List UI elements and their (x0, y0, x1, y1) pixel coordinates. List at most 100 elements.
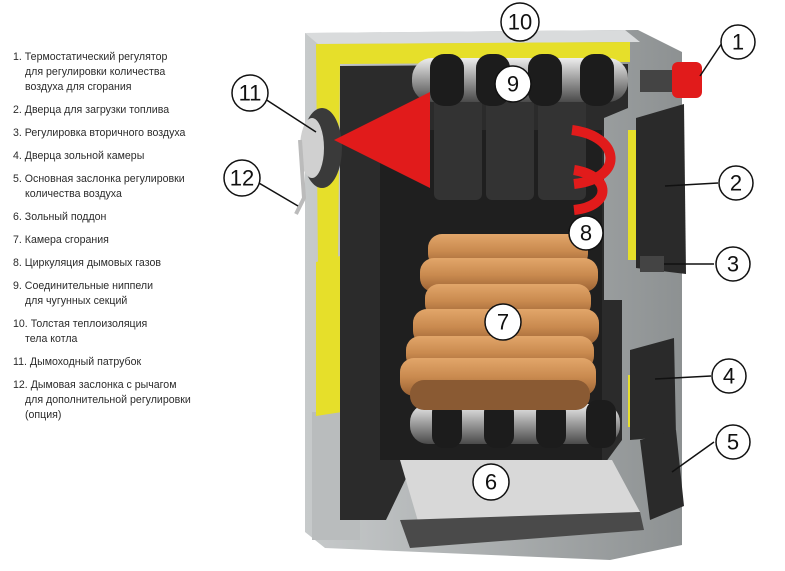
casing-top (305, 30, 640, 44)
legend-item-3: 3. Регулировка вторичного воздуха (13, 127, 186, 139)
callout-11: 11 (231, 74, 269, 112)
callout-7: 7 (484, 303, 522, 341)
callout-8: 8 (568, 215, 604, 251)
legend-item-10: 10. Толстая теплоизоляция тела котла (13, 317, 228, 347)
legend-item-8: 8. Циркуляция дымовых газов (13, 257, 161, 269)
callout-circle (720, 24, 756, 60)
nipple-ring (432, 400, 462, 448)
legend-text: Толстая теплоизоляция (30, 318, 148, 330)
flue-outlet (300, 108, 342, 188)
regulator-body (640, 70, 674, 92)
nipple-ring (528, 54, 562, 106)
ash-door (630, 338, 684, 520)
gas-arrow-curve (572, 165, 608, 215)
callout-9: 9 (494, 65, 532, 103)
callout-circle (500, 2, 540, 42)
legend-text: воздуха для сгорания (25, 81, 132, 93)
callout-circle (711, 358, 747, 394)
callout-circle (231, 74, 269, 112)
ash-pan (400, 460, 644, 548)
legend-item-12: 12. Дымовая заслонка с рычагом для допол… (13, 378, 228, 423)
firewood (400, 234, 599, 410)
callouts: 1 2 3 4 5 6 7 8 (223, 2, 756, 501)
callout-circle (718, 165, 754, 201)
legend-text: тела котла (25, 333, 78, 345)
loading-door-panel (636, 104, 686, 274)
legend-item-4: 4. Дверца зольной камеры (13, 150, 145, 162)
legend-item-6: 6. Зольный поддон (13, 211, 107, 223)
callout-label: 1 (732, 30, 744, 55)
legend-item-9: 9. Соединительные ниппели для чугунных с… (13, 279, 228, 309)
callout-6: 6 (472, 463, 510, 501)
callout-label: 5 (727, 430, 739, 455)
legend-text: для регулировки количества (25, 66, 166, 78)
legend-item-2: 2. Дверца для загрузки топлива (13, 104, 170, 116)
legend-item-11: 11. Дымоходный патрубок (13, 356, 142, 368)
nipple-ring (430, 54, 464, 106)
nipple-ring (580, 54, 614, 106)
legend-text: Дверца для загрузки топлива (24, 104, 170, 116)
flue-pipe-mouth (300, 118, 324, 178)
ash-pan-edge (400, 512, 644, 548)
callout-label: 2 (730, 171, 742, 196)
ash-door-panel (630, 338, 676, 440)
leader-line-5 (671, 441, 715, 473)
callout-label: 8 (580, 221, 592, 246)
nipple-row-bottom (410, 404, 620, 444)
legend-text: Циркуляция дымовых газов (24, 257, 161, 269)
callout-2: 2 (718, 165, 754, 201)
legend-text: (опция) (25, 409, 62, 421)
legend-text: Зольный поддон (24, 211, 107, 223)
log (410, 380, 590, 410)
leader-line-1 (699, 42, 723, 77)
thermostatic-regulator (640, 62, 702, 98)
regulator-knob (672, 62, 702, 98)
legend-text: для чугунных секций (25, 295, 128, 307)
legend-item-7: 7. Камера сгорания (13, 234, 109, 246)
secondary-air-slider (640, 256, 664, 272)
callout-circle (494, 65, 532, 103)
cast-section (486, 96, 534, 200)
cast-section (434, 96, 482, 200)
nipple-ring (586, 400, 616, 448)
callout-label: 11 (239, 81, 262, 106)
legend-item-1: 1. Термостатический регулятор для регули… (13, 50, 228, 95)
legend-text: Камера сгорания (24, 234, 109, 246)
legend-text: Дымоходный патрубок (29, 356, 142, 368)
callout-label: 12 (230, 166, 254, 191)
callout-10: 10 (500, 2, 540, 42)
callout-label: 10 (508, 10, 532, 35)
callout-label: 9 (507, 72, 519, 97)
flue-gas-arrows (334, 92, 616, 215)
legend-text: Дымовая заслонка с рычагом (30, 379, 177, 391)
nipple-ring (484, 400, 514, 448)
callout-label: 6 (485, 470, 497, 495)
callout-4: 4 (711, 358, 747, 394)
legend-text: Основная заслонка регулировки (24, 173, 185, 185)
lower-nipples (410, 400, 620, 448)
callout-circle (568, 215, 604, 251)
callout-label: 3 (727, 252, 739, 277)
callout-circle (715, 246, 751, 282)
callout-label: 4 (723, 364, 735, 389)
callout-12: 12 (223, 159, 261, 197)
callout-3: 3 (715, 246, 751, 282)
air-flap (640, 430, 684, 520)
legend-text: Соединительные ниппели (24, 280, 154, 292)
leader-line-2 (664, 182, 719, 187)
callout-circle (223, 159, 261, 197)
legend-text: для дополнительной регулировки (25, 394, 191, 406)
callout-1: 1 (720, 24, 756, 60)
insulation-left-lower (316, 256, 342, 416)
callout-label: 7 (497, 310, 509, 335)
callout-5: 5 (715, 424, 751, 460)
loading-door (636, 104, 686, 274)
callout-circle (472, 463, 510, 501)
callout-circle (484, 303, 522, 341)
legend-item-5: 5. Основная заслонка регулировки количес… (13, 172, 228, 202)
legend-text: Регулировка вторичного воздуха (24, 127, 186, 139)
legend-text: Дверца зольной камеры (24, 150, 145, 162)
legend-text: количества воздуха (25, 188, 122, 200)
ash-pan-inner (400, 460, 640, 528)
